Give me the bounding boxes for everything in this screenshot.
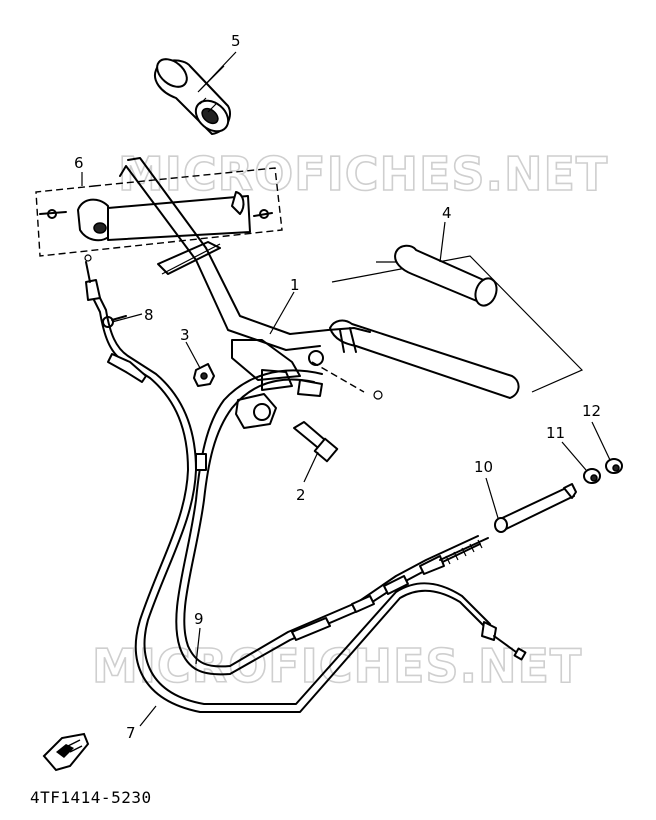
callout-1: 1	[290, 276, 300, 294]
left-grip-part-4[interactable]	[331, 244, 584, 393]
watermark-bottom: MICROFICHES.NET	[92, 639, 582, 693]
callout-4: 4	[442, 204, 452, 222]
callout-10: 10	[474, 458, 493, 476]
callout-0-marker	[373, 390, 383, 400]
callout-3: 3	[180, 326, 190, 344]
switch-assembly-part-6[interactable]	[35, 167, 283, 257]
callout-7: 7	[126, 724, 136, 742]
callout-2: 2	[296, 486, 306, 504]
callout-11: 11	[546, 424, 565, 442]
diagram-part-number: 4TF1414-5230	[30, 788, 152, 807]
clutch-cable-part-9[interactable]	[175, 369, 489, 676]
throttle-grip-part-5[interactable]	[152, 54, 234, 138]
cap-part-12[interactable]	[605, 458, 623, 474]
nut-part-3[interactable]	[193, 363, 215, 387]
front-direction-arrow-icon	[42, 732, 90, 772]
callout-5: 5	[231, 32, 241, 50]
watermark-top: MICROFICHES.NET	[118, 147, 608, 201]
callout-12: 12	[582, 402, 601, 420]
leader-lines	[81, 51, 611, 727]
throttle-cable-part-7[interactable]	[84, 254, 527, 713]
callout-8: 8	[144, 306, 154, 324]
bolt-part-2[interactable]	[293, 421, 339, 463]
callout-9: 9	[194, 610, 204, 628]
handlebar-part-1[interactable]	[119, 157, 520, 429]
rod-part-10[interactable]	[494, 483, 577, 533]
callout-6: 6	[74, 154, 84, 172]
cap-part-11[interactable]	[583, 468, 601, 484]
